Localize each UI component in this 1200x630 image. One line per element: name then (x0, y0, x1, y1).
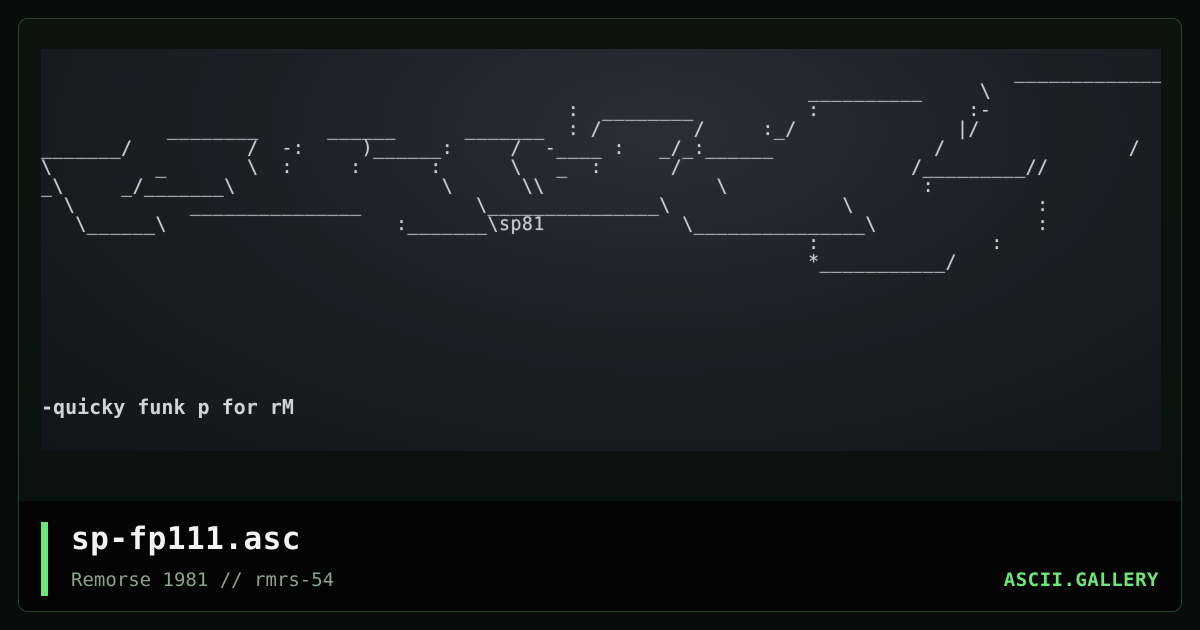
ascii-art: ____________________ __________ \ / : __… (41, 62, 1161, 273)
ascii-art-preview: ____________________ __________ \ / : __… (41, 49, 1161, 451)
art-tagline: -quicky funk p for rM (41, 395, 294, 419)
site-name[interactable]: ASCII.GALLERY (1003, 569, 1159, 591)
info-footer: sp-fp111.asc Remorse 1981 // rmrs-54 ASC… (19, 501, 1181, 611)
group-credit: Remorse 1981 // rmrs-54 (71, 569, 335, 591)
file-title: sp-fp111.asc (71, 521, 301, 557)
accent-bar (41, 522, 48, 596)
gallery-card: ____________________ __________ \ / : __… (18, 18, 1182, 612)
